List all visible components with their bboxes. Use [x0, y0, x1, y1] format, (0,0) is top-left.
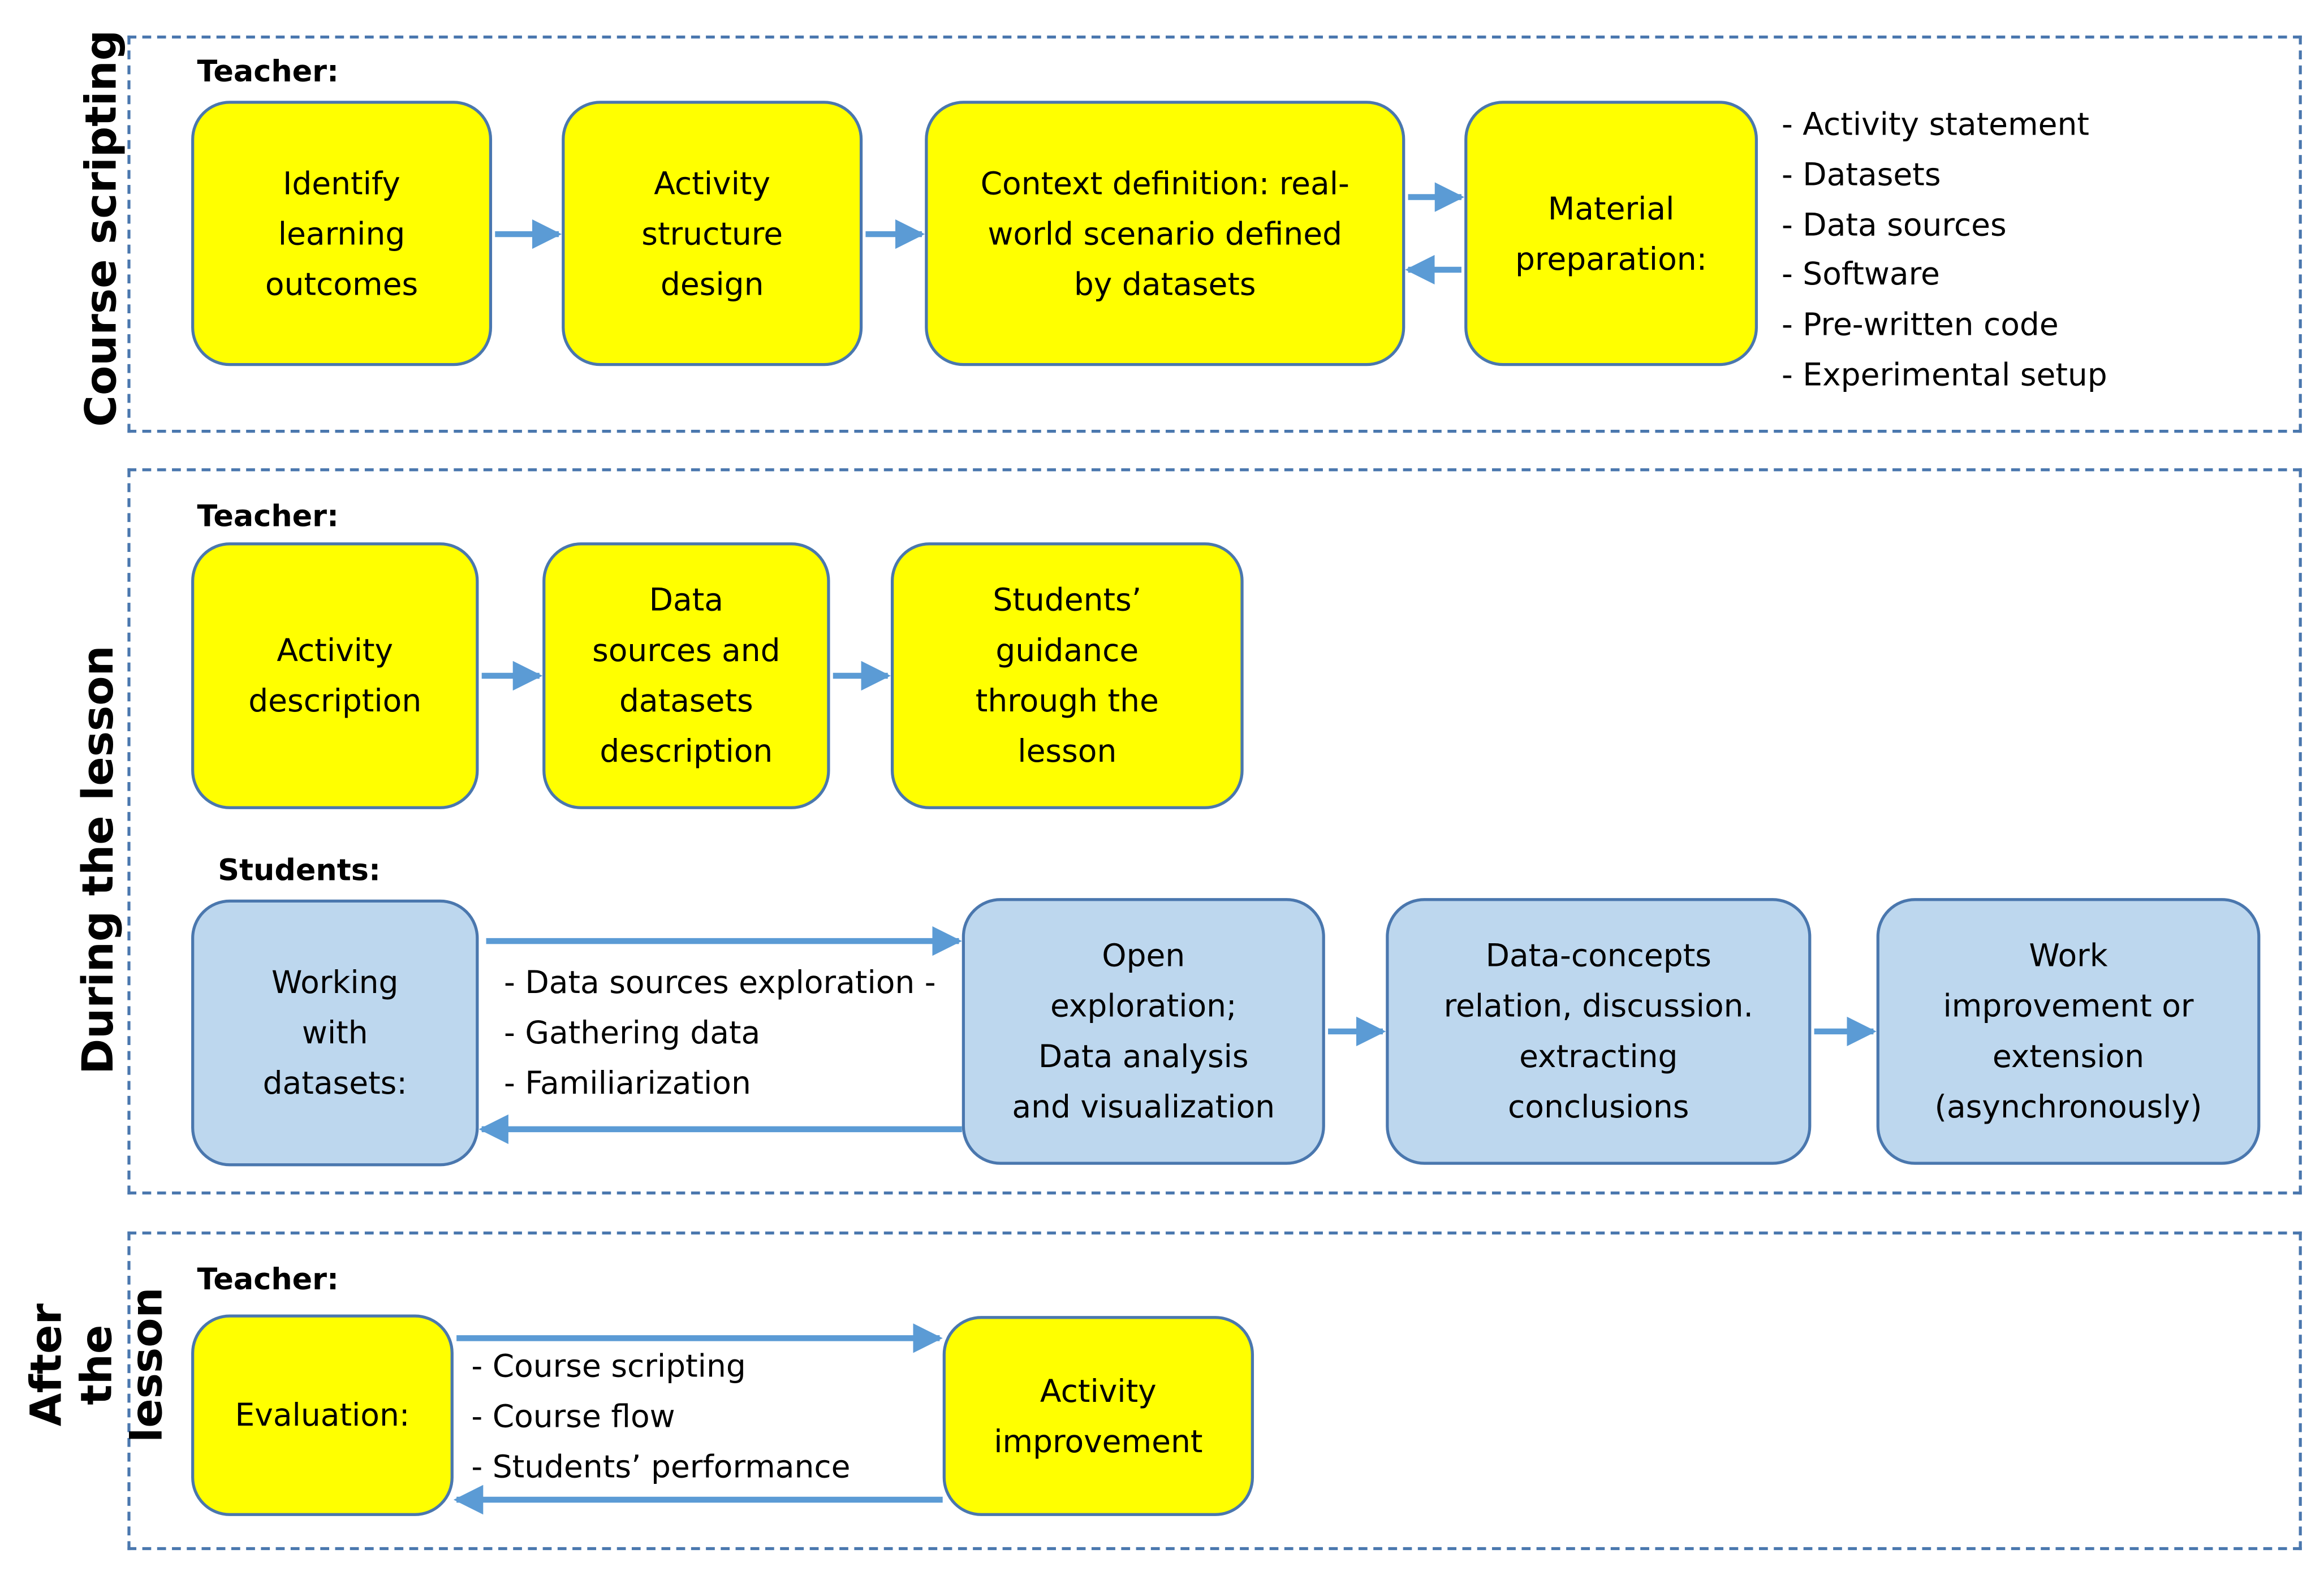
section-course-scripting — [127, 35, 2302, 433]
section-during-lesson — [127, 468, 2302, 1195]
evaluation-items-list-item: - Course scripting — [471, 1348, 746, 1384]
identify-learning-outcomes-box: Identify learning outcomes — [191, 101, 493, 366]
evaluation-items-list-item: - Students’ performance — [471, 1448, 851, 1484]
data-concepts-relation-box: Data-concepts relation, discussion. extr… — [1386, 898, 1812, 1165]
working-items-list-item: - Data sources exploration - — [504, 965, 936, 1000]
evaluation-items-list-item: - Course flow — [471, 1398, 675, 1435]
materials-list: - Activity statement - Datasets - Data s… — [1782, 101, 2107, 401]
materials-list-item: - Software — [1781, 257, 1940, 293]
students-role-label: Students: — [218, 852, 381, 888]
materials-list-item: - Experimental setup — [1781, 357, 2107, 393]
materials-list-item: - Pre-written code — [1781, 306, 2059, 343]
teacher-role-label: Teacher: — [197, 53, 339, 89]
materials-list-item: - Data sources — [1781, 206, 2007, 243]
data-sources-description-box: Data sources and datasets description — [542, 542, 830, 809]
working-with-datasets-box: Working with datasets: — [191, 899, 479, 1167]
section-after-lesson — [127, 1231, 2302, 1551]
materials-list-item: - Datasets — [1781, 157, 1941, 193]
evaluation-items-list: - Course scripting - Course flow - Stude… — [471, 1342, 850, 1493]
students-guidance-box: Students’ guidance through the lesson — [890, 542, 1244, 809]
activity-structure-design-box: Activity structure design — [562, 101, 863, 366]
work-improvement-box: Work improvement or extension (asynchron… — [1876, 898, 2261, 1165]
evaluation-box: Evaluation: — [191, 1314, 454, 1516]
open-exploration-box: Open exploration; Data analysis and visu… — [961, 898, 1325, 1165]
teacher-role-label: Teacher: — [197, 1261, 339, 1297]
materials-list-item: - Activity statement — [1781, 106, 2089, 143]
working-items-list: - Data sources exploration - - Gathering… — [504, 959, 936, 1110]
material-preparation-box: Material preparation: — [1464, 101, 1758, 366]
activity-improvement-box: Activity improvement — [942, 1316, 1254, 1516]
working-items-list-item: - Gathering data — [504, 1015, 761, 1051]
working-items-list-item: - Familiarization — [504, 1065, 751, 1101]
context-definition-box: Context definition: real- world scenario… — [925, 101, 1405, 366]
activity-description-box: Activity description — [191, 542, 479, 809]
teacher-role-label: Teacher: — [197, 498, 339, 534]
